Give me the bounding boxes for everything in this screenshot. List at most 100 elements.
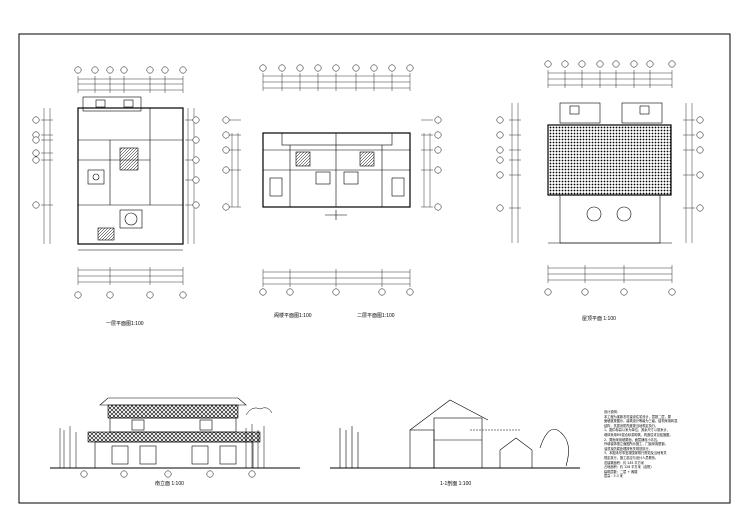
axis-bubble — [74, 66, 82, 74]
axis-bubble — [222, 146, 230, 154]
axis-bubble — [332, 64, 340, 72]
axis-bubble — [388, 64, 396, 72]
note-line: 建筑层数：二层 + 阁楼 — [604, 469, 638, 474]
note-line: 结构，抗震设防烈度按当地规定执行。 — [604, 423, 659, 428]
axis-bubble — [581, 288, 589, 296]
title-roof-plan: 屋顶平面 1:100 — [582, 316, 616, 322]
axis-bubble — [106, 66, 114, 74]
axis-bubble — [332, 288, 340, 296]
elevation-trees — [59, 407, 273, 468]
axis-bubble — [32, 149, 40, 157]
axis-bubble — [434, 203, 442, 211]
note-line: 规定执行，施工前应与设计人员联系。 — [604, 455, 659, 460]
axis-bubble — [32, 201, 40, 209]
axis-bubble — [248, 470, 256, 478]
axis-bubble — [192, 176, 200, 184]
note-line: 1、图中标高以米为单位，其余尺寸以毫米计， — [604, 428, 670, 433]
axis-bubble — [434, 116, 442, 124]
note-line: 墙体采用M5混合砂浆砌筑，构造柱详见结施图。 — [604, 432, 673, 437]
axis-bubble — [222, 131, 230, 139]
note-line: 油漆及防腐处理按有关规范执行。 — [604, 446, 652, 451]
title-first-floor-plan: 一层平面图1:100 — [106, 321, 144, 327]
axis-bubble — [286, 288, 294, 296]
axis-bubble — [206, 470, 214, 478]
axis-bubble — [620, 288, 628, 296]
note-line: 本工程为某新农村建设住宅设计，层数二层，屋 — [604, 414, 671, 419]
axis-bubble — [259, 288, 267, 296]
axis-bubble — [179, 291, 187, 299]
axis-bubble — [222, 203, 230, 211]
section-1-1 — [330, 399, 580, 469]
axis-bubble — [192, 116, 200, 124]
axis-bubble — [434, 146, 442, 154]
axis-bubble — [544, 60, 552, 68]
axis-bubble — [106, 291, 114, 299]
axis-bubble — [696, 116, 704, 124]
axis-bubble — [696, 146, 704, 154]
axis-bubble — [496, 146, 504, 154]
axis-bubble — [496, 204, 504, 212]
axis-bubble — [378, 288, 386, 296]
axis-bubble — [496, 156, 504, 164]
axis-bubble — [192, 136, 200, 144]
axis-bubble — [544, 288, 552, 296]
axis-bubble — [314, 64, 322, 72]
axis-bubble — [32, 136, 40, 144]
note-line: 设计说明： — [604, 410, 620, 414]
axis-bubble — [578, 60, 586, 68]
axis-bubble — [146, 291, 154, 299]
dimension-lines — [41, 70, 695, 287]
axis-bubble — [74, 291, 82, 299]
axis-bubble — [612, 60, 620, 68]
axis-bubbles — [32, 60, 704, 478]
elevation-south — [50, 397, 300, 469]
axis-bubble — [352, 64, 360, 72]
axis-bubble — [222, 116, 230, 124]
title-section-1-1: 1-1剖面 1:100 — [440, 481, 472, 487]
note-line: 总建筑面积：约 245 平方米 — [604, 460, 644, 465]
note-line: 层高：3.3 米 — [604, 474, 623, 479]
axis-bubble — [146, 66, 154, 74]
plan-roof — [547, 102, 672, 244]
plan-first-floor — [77, 96, 184, 251]
title-attic-plan: 阁楼平面图1:100 — [274, 313, 312, 319]
axis-bubble — [406, 64, 414, 72]
note-line: 2、屋面采用坡屋面，面层铺设小青瓦， — [604, 437, 661, 442]
axis-bubble — [161, 66, 169, 74]
note-line: 3、本图未尽事宜按国家现行规范及当地有关 — [604, 451, 667, 456]
design-notes: 设计说明： 本工程为某新农村建设住宅设计，层数二层，屋 面坡度按图示，建筑设计等… — [604, 410, 724, 479]
axis-bubble — [222, 166, 230, 174]
plan-second-floor — [262, 132, 411, 220]
axis-bubble — [696, 204, 704, 212]
axis-bubble — [596, 60, 604, 68]
axis-bubble — [259, 64, 267, 72]
axis-bubble — [192, 201, 200, 209]
axis-bubble — [32, 156, 40, 164]
axis-bubble — [80, 470, 88, 478]
axis-bubble — [646, 60, 654, 68]
note-line: 占地面积：约 128 平方米（含院） — [604, 465, 654, 470]
axis-bubble — [668, 288, 676, 296]
axis-bubble — [496, 116, 504, 124]
axis-bubble — [120, 470, 128, 478]
axis-bubble — [406, 288, 414, 296]
axis-bubble — [561, 60, 569, 68]
axis-bubble — [278, 64, 286, 72]
title-south-elevation: 南立面 1:100 — [155, 481, 184, 487]
axis-bubble — [696, 171, 704, 179]
axis-bubble — [434, 131, 442, 139]
axis-bubble — [179, 66, 187, 74]
axis-bubble — [370, 64, 378, 72]
axis-bubble — [434, 166, 442, 174]
axis-bubble — [696, 131, 704, 139]
axis-bubble — [630, 60, 638, 68]
axis-bubble — [496, 171, 504, 179]
title-second-floor-plan: 二层平面图1:100 — [357, 313, 395, 319]
note-line: 面坡度按图示，建筑设计等级为三级。结构采用砖混 — [604, 419, 678, 424]
sheet-border — [18, 33, 731, 504]
axis-bubble — [164, 470, 172, 478]
axis-bubble — [296, 64, 304, 72]
axis-bubble — [120, 66, 128, 74]
axis-bubble — [32, 116, 40, 124]
